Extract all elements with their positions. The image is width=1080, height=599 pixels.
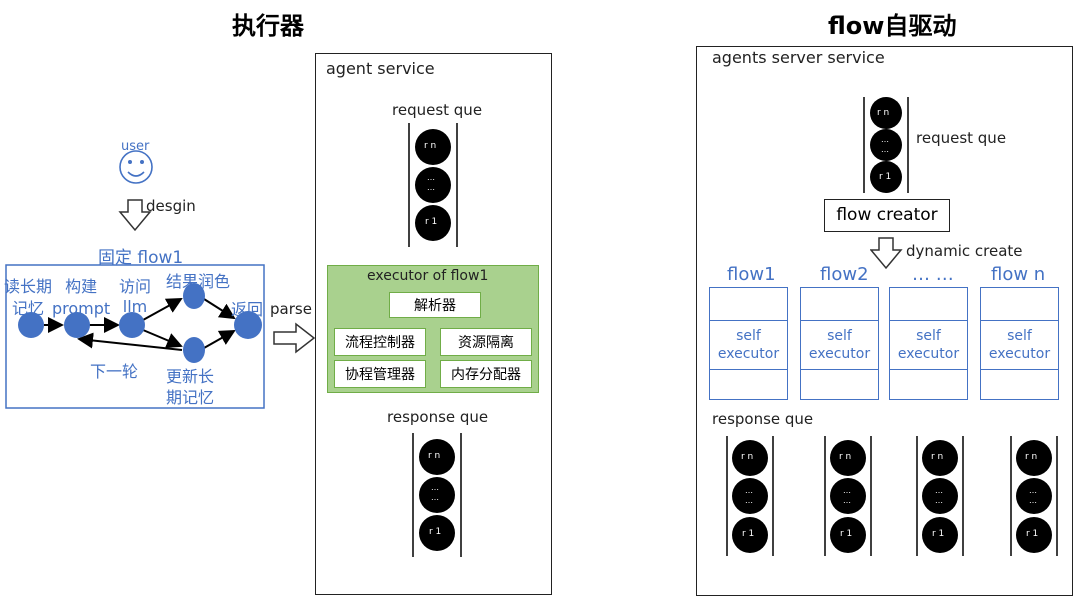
parse-arrow-icon xyxy=(273,322,316,354)
node-read-memory-label: 读长期 记忆 xyxy=(4,277,53,318)
agent-request-queue xyxy=(408,123,458,247)
flown-response-queue xyxy=(1010,436,1058,556)
right-request-item-r1-label: r 1 xyxy=(879,172,892,182)
dynamic-create-label: dynamic create xyxy=(906,242,1023,260)
agent-response-que-label: response que xyxy=(387,408,489,426)
right-response-que-label: response que xyxy=(712,410,814,428)
flow2-response-queue xyxy=(824,436,872,556)
flow-controller-box: 流程控制器 xyxy=(334,328,426,356)
agents-server-service-box xyxy=(696,46,1073,596)
flown-label: flow n xyxy=(991,264,1046,285)
flow2-label: flow2 xyxy=(820,264,869,285)
node-polish-result-label: 结果润色 xyxy=(166,272,231,291)
agent-service-label: agent service xyxy=(326,59,435,78)
parser-box: 解析器 xyxy=(389,292,481,318)
agent-request-que-label: request que xyxy=(392,101,483,119)
right-request-que-label: request que xyxy=(916,129,1007,147)
design-arrow-icon xyxy=(118,199,152,232)
right-title: flow自驱动 xyxy=(828,12,957,40)
node-return xyxy=(234,311,262,339)
left-title: 执行器 xyxy=(232,12,304,40)
memory-allocator-box: 内存分配器 xyxy=(440,360,532,388)
node-update-memory-label: 更新长 期记忆 xyxy=(166,367,215,407)
fixed-flow-graphics xyxy=(5,150,316,409)
flow-ellipsis-label: … … xyxy=(912,264,954,285)
agent-response-item-rn xyxy=(419,439,455,475)
agent-request-item-rn xyxy=(415,129,451,165)
design-label: desgin xyxy=(146,197,196,215)
right-request-item-r1 xyxy=(870,161,902,193)
node-update-memory xyxy=(183,337,205,363)
node-visit-llm xyxy=(119,312,145,338)
flow-ellipsis-response-queue xyxy=(916,436,964,556)
agent-response-item-r1 xyxy=(419,515,455,551)
agents-server-service-label: agents server service xyxy=(712,48,885,67)
right-request-queue xyxy=(863,97,909,193)
flow1-response-item-r1-label: r 1 xyxy=(742,529,755,539)
flow1-executor: self executor xyxy=(709,320,788,370)
user-icon xyxy=(119,150,153,184)
node-polish-result xyxy=(183,283,205,309)
node-read-memory xyxy=(18,312,44,338)
node-build-prompt xyxy=(64,312,90,338)
right-request-item-rn xyxy=(870,97,902,129)
agent-response-item-r1-label: r 1 xyxy=(429,527,442,537)
fixed-flow-label: 固定 flow1 xyxy=(98,248,184,268)
right-request-item-rn-label: r n xyxy=(877,108,890,118)
flow1-label: flow1 xyxy=(727,264,776,285)
right-request-item-dots-label: … … xyxy=(881,135,889,154)
flow-creator-box: flow creator xyxy=(824,199,950,232)
flow2-response-item-dots-label: … … xyxy=(843,486,851,505)
flown-response-item-r1-label: r 1 xyxy=(1026,529,1039,539)
agent-request-item-rn-label: r n xyxy=(424,141,437,151)
flow-ellipsis-response-item-r1-label: r 1 xyxy=(932,529,945,539)
parse-label: parse xyxy=(270,300,312,318)
agent-response-item-rn-label: r n xyxy=(428,451,441,461)
dynamic-create-arrow-icon xyxy=(870,237,903,270)
executor-title: executor of flow1 xyxy=(367,268,489,284)
user-label: user xyxy=(121,139,150,154)
agent-request-item-dots xyxy=(415,167,451,203)
flow2-executor: self executor xyxy=(800,320,879,370)
agent-response-item-dots xyxy=(419,477,455,513)
agent-service-box xyxy=(315,53,552,595)
flow1-response-queue xyxy=(726,436,774,556)
flow1-response-item-dots-label: … … xyxy=(745,486,753,505)
flow2-response-item-r1-label: r 1 xyxy=(840,529,853,539)
flown-response-item-rn-label: r n xyxy=(1025,452,1038,462)
node-visit-llm-label: 访问 llm xyxy=(119,277,152,316)
next-round-label: 下一轮 xyxy=(90,362,139,381)
agent-request-item-r1 xyxy=(415,205,451,241)
right-request-item-dots xyxy=(870,129,902,161)
node-build-prompt-label: 构建 prompt xyxy=(52,277,111,318)
flow2-response-item-rn-label: r n xyxy=(839,452,852,462)
fixed-flow-frame xyxy=(5,264,265,409)
flow1-response-item-rn-label: r n xyxy=(741,452,754,462)
resource-isolation-box: 资源隔离 xyxy=(440,328,532,356)
flown-response-item-dots-label: … … xyxy=(1029,486,1037,505)
flow-ellipsis-response-item-rn-label: r n xyxy=(931,452,944,462)
flow-ellipsis-executor: self executor xyxy=(889,320,968,370)
node-return-label: 返回 xyxy=(231,300,264,319)
coordination-manager-box: 协程管理器 xyxy=(334,360,426,388)
agent-response-queue xyxy=(412,433,462,557)
flown-executor: self executor xyxy=(980,320,1059,370)
flow-ellipsis-response-item-dots-label: … … xyxy=(935,486,943,505)
agent-request-item-dots-label: … … xyxy=(427,173,435,192)
agent-request-item-r1-label: r 1 xyxy=(425,217,438,227)
agent-response-item-dots-label: … … xyxy=(431,483,439,502)
